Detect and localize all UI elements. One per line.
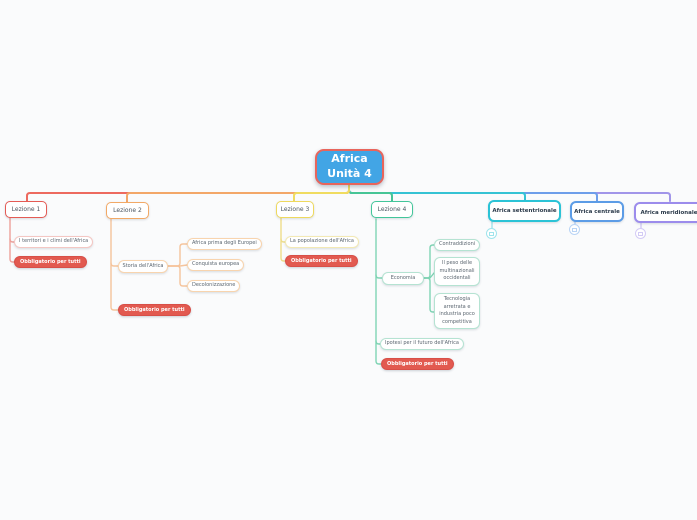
picture-glyph: [489, 231, 494, 236]
node-lezione-2[interactable]: Lezione 2: [106, 202, 149, 219]
node-territori-climi-africa[interactable]: I territori e i climi dell'Africa: [14, 236, 94, 248]
tag-obbligatorio-lezione-1[interactable]: Obbligatorio per tutti: [14, 256, 87, 268]
node-lezione-1[interactable]: Lezione 1: [5, 201, 47, 218]
node-popolazione-africa[interactable]: La popolazione dell'Africa: [285, 236, 359, 248]
node-africa-settentrionale[interactable]: Africa settentrionale: [488, 200, 561, 222]
node-tecnologia-arretrata[interactable]: Tecnologia arretrata e industria poco co…: [434, 293, 480, 329]
node-storia-africa[interactable]: Storia dell'Africa: [118, 260, 168, 273]
node-economia[interactable]: Economia: [382, 272, 424, 285]
attachment-icon[interactable]: [486, 228, 497, 239]
picture-glyph: [638, 231, 643, 236]
root-title-line1: Africa: [331, 152, 368, 166]
tag-obbligatorio-lezione-4[interactable]: Obbligatorio per tutti: [381, 358, 454, 370]
attachment-icon[interactable]: [569, 224, 580, 235]
root-node-africa-unita-4[interactable]: Africa Unità 4: [315, 149, 384, 185]
tag-obbligatorio-lezione-3[interactable]: Obbligatorio per tutti: [285, 255, 358, 267]
node-contraddizioni[interactable]: Contraddizioni: [434, 239, 481, 251]
node-ipotesi-futuro-africa[interactable]: Ipotesi per il futuro dell'Africa: [380, 338, 464, 350]
picture-glyph: [572, 227, 577, 232]
node-africa-centrale[interactable]: Africa centrale: [570, 201, 624, 222]
node-peso-multinazionali[interactable]: Il peso delle multinazionali occidentali: [434, 257, 480, 286]
node-lezione-3[interactable]: Lezione 3: [276, 201, 314, 218]
node-lezione-4[interactable]: Lezione 4: [371, 201, 413, 218]
attachment-icon[interactable]: [635, 228, 646, 239]
node-decolonizzazione[interactable]: Decolonizzazione: [187, 280, 241, 292]
root-title-line2: Unità 4: [327, 167, 372, 180]
node-africa-prima-europei[interactable]: Africa prima degli Europei: [187, 238, 262, 250]
node-africa-meridionale[interactable]: Africa meridionale: [634, 202, 697, 223]
tag-obbligatorio-lezione-2[interactable]: Obbligatorio per tutti: [118, 304, 191, 316]
node-conquista-europea[interactable]: Conquista europea: [187, 259, 245, 271]
